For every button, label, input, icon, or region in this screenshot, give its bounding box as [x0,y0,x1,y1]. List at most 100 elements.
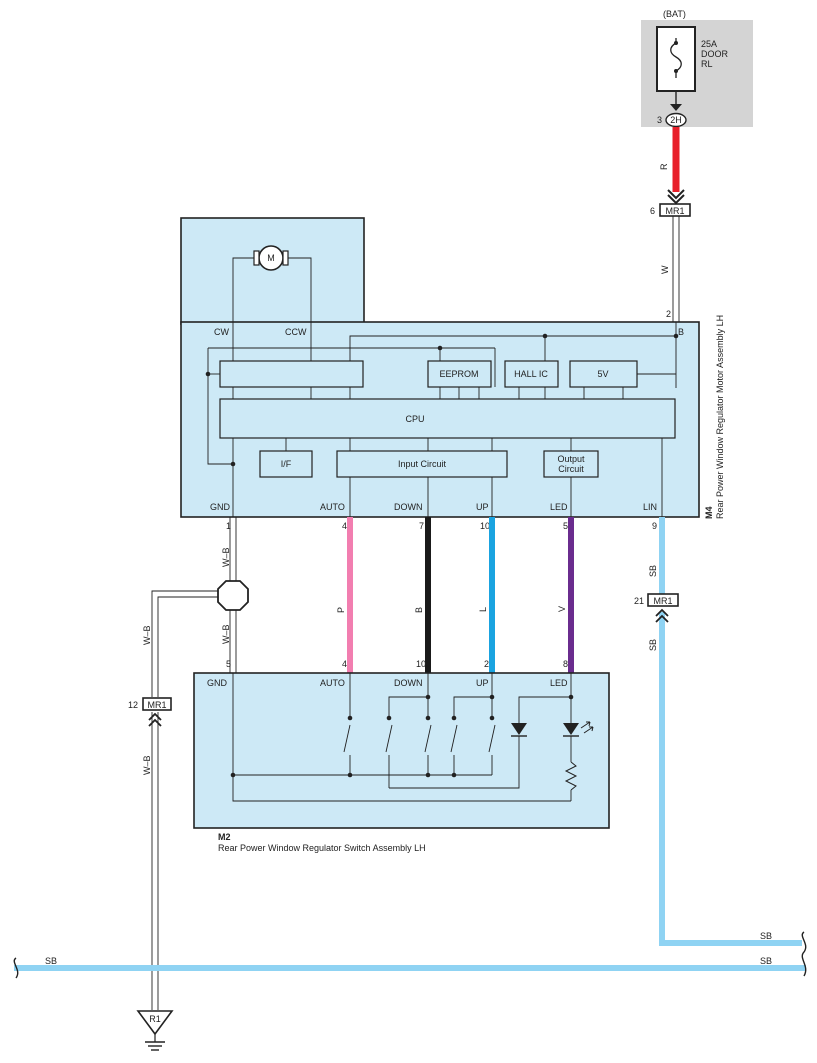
pin-auto-m4: AUTO [320,502,345,512]
ccw-label: CCW [285,327,307,337]
svg-text:MR1: MR1 [665,206,684,216]
pin-gnd-m4: GND [210,502,231,512]
motor-assembly-code: M4 [704,506,714,519]
svg-text:I/F: I/F [281,459,292,469]
connector-mr1-gnd: MR1 12 [128,697,172,727]
resistor-icon [564,761,578,791]
fuse-name-2: RL [701,59,713,69]
output-circuit-block [543,450,599,478]
pin-up-m2: UP [476,678,489,688]
switch-icon [343,724,351,753]
svg-text:W–B: W–B [142,625,152,645]
svg-text:10: 10 [416,659,426,669]
input-circuit-block [336,450,508,478]
wire-break-icon [13,957,19,979]
svg-text:MR1: MR1 [147,700,166,710]
svg-text:MR1: MR1 [653,596,672,606]
wire-red: R [659,127,680,192]
svg-text:9: 9 [652,521,657,531]
svg-text:12: 12 [128,700,138,710]
b-pin-label: B [678,327,684,337]
svg-text:W–B: W–B [142,755,152,775]
svg-text:P: P [336,607,346,613]
switch-icon [424,724,432,753]
wire-skyblue: SB SB SB SB SB [13,517,807,979]
led-icon [563,723,579,735]
svg-text:Circuit: Circuit [558,464,584,474]
cpu-block [219,398,676,439]
svg-text:10: 10 [480,521,490,531]
wire-white-label: W [660,265,670,274]
motor-assembly: M CW CCW B 2 EEPROM HALL IC [180,217,725,531]
bat-label: (BAT) [663,9,686,19]
relay-block [219,360,364,388]
diode-icon [511,723,527,735]
wire-red-label: R [659,163,669,170]
svg-text:M: M [267,253,275,263]
b-pin-number: 2 [666,309,671,319]
pin-down-m4: DOWN [394,502,423,512]
fuse-holder [656,26,696,92]
svg-text:SB: SB [760,931,772,941]
wire-wb: W–B W–B W–B [142,517,249,697]
connector-2h [665,112,687,128]
svg-text:EEPROM: EEPROM [439,369,478,379]
pin-led-m4: LED [550,502,568,512]
junction-connector [217,580,249,611]
svg-text:4: 4 [342,659,347,669]
arrow-icon [670,104,682,111]
pin-led-m2: LED [550,678,568,688]
wire-white: W [660,216,680,322]
connector-2h-pin: 3 [657,115,662,125]
pin-lin-m4: LIN [643,502,657,512]
switch-assembly-box [193,672,610,829]
svg-text:1: 1 [226,521,231,531]
svg-text:SB: SB [648,639,658,651]
hall-ic-block [504,360,559,388]
double-chevron-icon [667,189,685,205]
eeprom-block [427,360,492,388]
connector-mr1-top: MR1 6 [650,203,691,217]
connector-mr1-lin: MR1 21 [634,593,679,623]
pin-up-m4: UP [476,502,489,512]
svg-text:Input Circuit: Input Circuit [398,459,447,469]
svg-text:7: 7 [419,521,424,531]
double-chevron-up-icon [148,712,162,727]
wire-break-icon [801,931,807,977]
svg-text:W–B: W–B [221,624,231,644]
svg-text:HALL IC: HALL IC [514,369,548,379]
svg-text:R1: R1 [149,1014,161,1024]
motor-icon: M [253,245,289,271]
svg-text:SB: SB [648,565,658,577]
switch-icon [385,724,393,753]
fuse-icon [670,38,682,78]
ground-connector-icon [136,1010,174,1036]
five-v-block [569,360,638,388]
motor-housing [180,217,365,325]
svg-text:Output: Output [557,454,585,464]
fuse-rating: 25A [701,39,717,49]
svg-text:B: B [414,607,424,613]
pin-gnd-m2: GND [207,678,228,688]
svg-text:L: L [478,607,488,612]
connector-2h-label: 2H [670,115,682,125]
svg-text:2: 2 [484,659,489,669]
svg-text:W–B: W–B [221,547,231,567]
svg-text:8: 8 [563,659,568,669]
cw-label: CW [214,327,229,337]
svg-text:5: 5 [226,659,231,669]
switch-icon [488,724,496,753]
svg-text:V: V [557,606,567,612]
svg-text:CPU: CPU [405,414,424,424]
svg-text:4: 4 [342,521,347,531]
svg-text:21: 21 [634,596,644,606]
fuse-block: (BAT) 25A DOOR RL 2H 3 [641,9,753,128]
double-chevron-up-icon [655,608,669,623]
switch-assembly: GND AUTO DOWN UP LED 5 4 10 2 8 [193,659,610,853]
switch-assembly-code: M2 [218,832,231,842]
switch-icon [450,724,458,753]
svg-text:SB: SB [45,956,57,966]
svg-text:5: 5 [563,521,568,531]
svg-text:SB: SB [760,956,772,966]
